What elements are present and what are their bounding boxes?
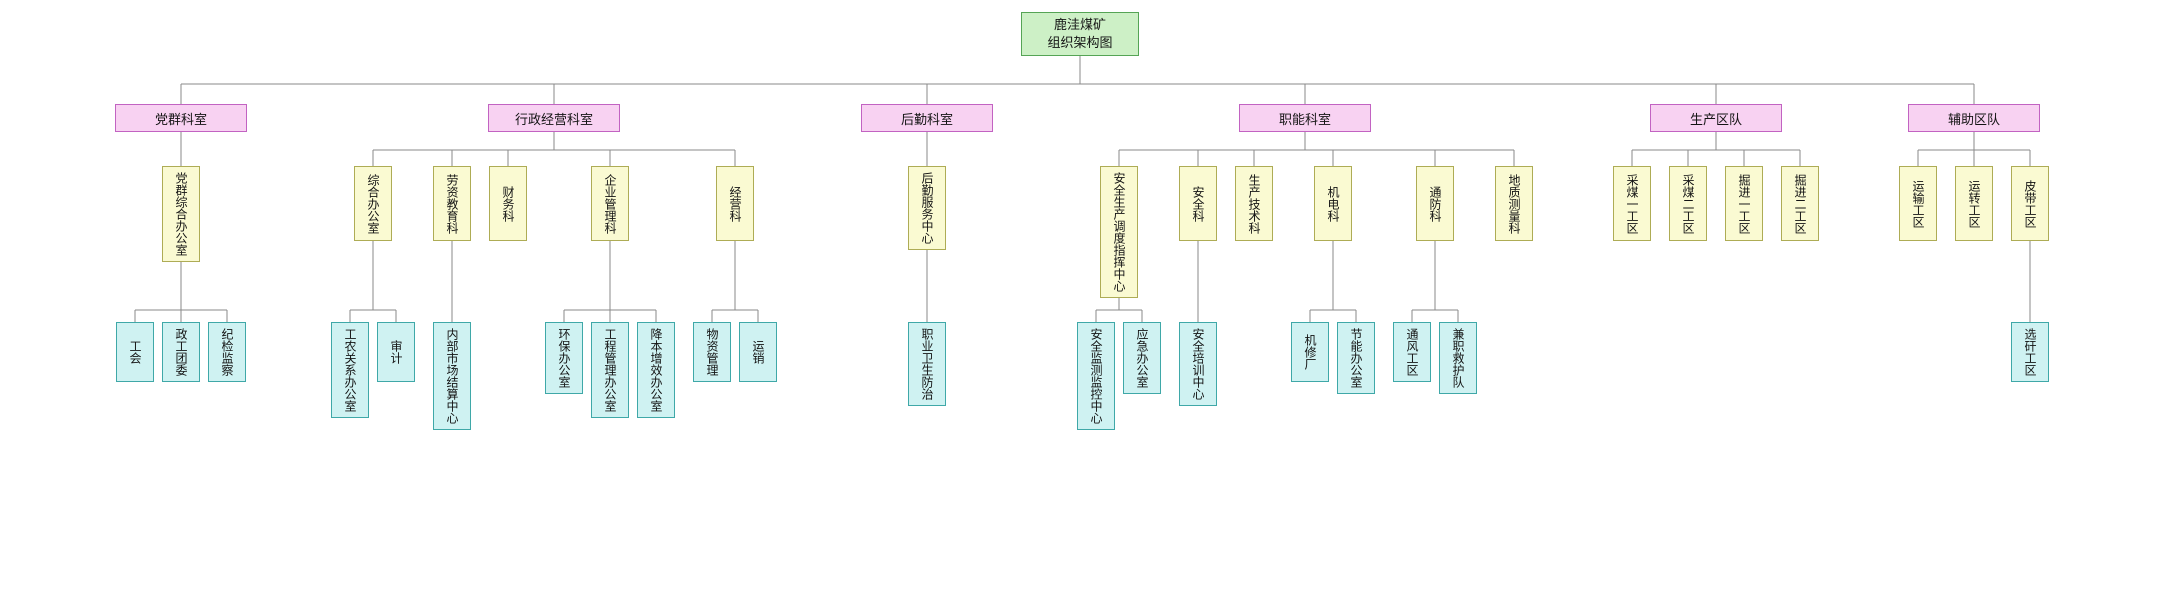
org-node-section: 生产技术科: [1235, 166, 1273, 241]
org-node-root: 鹿洼煤矿 组织架构图: [1021, 12, 1139, 56]
org-node-unit: 工会: [116, 322, 154, 382]
org-node-unit: 政工团委: [162, 322, 200, 382]
org-node-unit: 选矸工区: [2011, 322, 2049, 382]
org-node-section: 财务科: [489, 166, 527, 241]
org-node-unit: 环保办公室: [545, 322, 583, 394]
org-node-unit: 通风工区: [1393, 322, 1431, 382]
org-node-section: 掘进一工区: [1725, 166, 1763, 241]
org-node-dept: 党群科室: [115, 104, 247, 132]
org-node-unit: 节能办公室: [1337, 322, 1375, 394]
org-node-unit: 兼职救护队: [1439, 322, 1477, 394]
org-node-unit: 降本增效办公室: [637, 322, 675, 418]
org-node-section: 掘进二工区: [1781, 166, 1819, 241]
org-node-section: 运输工区: [1899, 166, 1937, 241]
org-node-section: 皮带工区: [2011, 166, 2049, 241]
org-node-section: 安全科: [1179, 166, 1217, 241]
org-node-unit: 工农关系办公室: [331, 322, 369, 418]
org-node-dept: 行政经营科室: [488, 104, 620, 132]
org-node-section: 经营科: [716, 166, 754, 241]
org-node-section: 安全生产调度指挥中心: [1100, 166, 1138, 298]
org-node-dept: 后勤科室: [861, 104, 993, 132]
org-node-dept: 生产区队: [1650, 104, 1782, 132]
org-node-unit: 物资管理: [693, 322, 731, 382]
org-node-section: 采煤一工区: [1613, 166, 1651, 241]
org-node-unit: 安全培训中心: [1179, 322, 1217, 406]
org-node-dept: 辅助区队: [1908, 104, 2040, 132]
org-node-unit: 纪检监察: [208, 322, 246, 382]
org-node-section: 后勤服务中心: [908, 166, 946, 250]
org-node-section: 党群综合办公室: [162, 166, 200, 262]
org-node-unit: 工程管理办公室: [591, 322, 629, 418]
org-node-dept: 职能科室: [1239, 104, 1371, 132]
org-node-unit: 安全监测监控中心: [1077, 322, 1115, 430]
org-node-section: 通防科: [1416, 166, 1454, 241]
org-node-unit: 内部市场结算中心: [433, 322, 471, 430]
org-node-section: 运转工区: [1955, 166, 1993, 241]
org-node-section: 劳资教育科: [433, 166, 471, 241]
org-node-unit: 机修厂: [1291, 322, 1329, 382]
org-node-unit: 运销: [739, 322, 777, 382]
org-node-unit: 审计: [377, 322, 415, 382]
org-node-unit: 职业卫生防治: [908, 322, 946, 406]
org-node-unit: 应急办公室: [1123, 322, 1161, 394]
org-node-section: 采煤二工区: [1669, 166, 1707, 241]
org-node-section: 地质测量科: [1495, 166, 1533, 241]
org-node-section: 机电科: [1314, 166, 1352, 241]
org-node-section: 综合办公室: [354, 166, 392, 241]
org-node-section: 企业管理科: [591, 166, 629, 241]
